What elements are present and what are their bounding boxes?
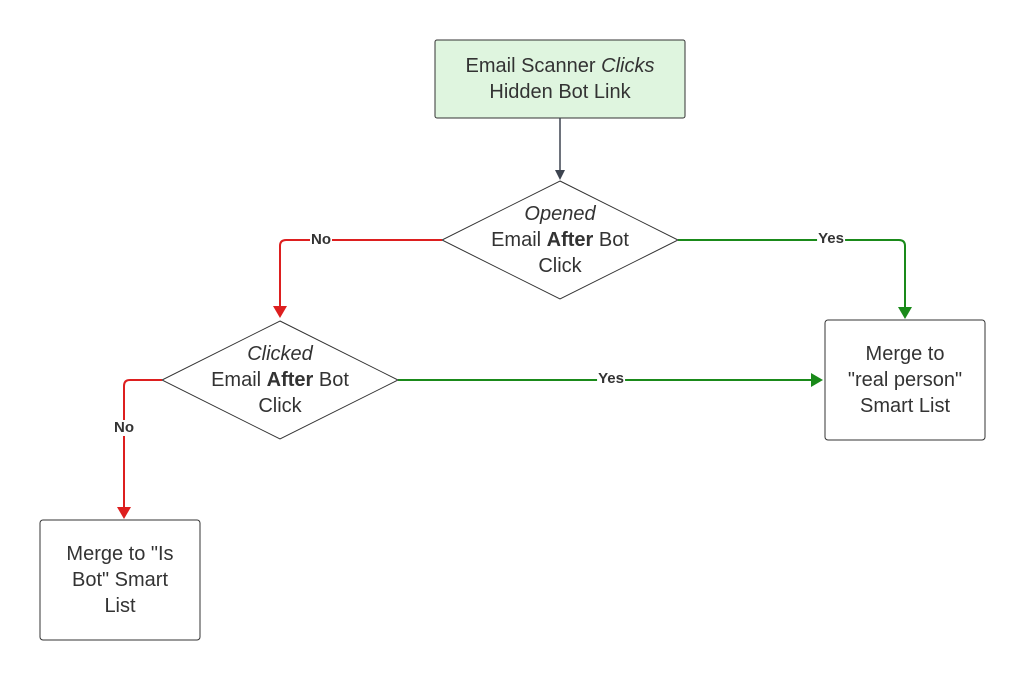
is-bot-node-label: Merge to "Is Bot" Smart List xyxy=(40,520,200,640)
opened-line2-a: Email xyxy=(491,229,547,251)
is-bot-line3: List xyxy=(104,595,136,617)
edge-label-opened-yes: Yes xyxy=(817,230,845,247)
real-person-line1: Merge to xyxy=(865,343,945,365)
opened-line2-b: After xyxy=(546,229,594,251)
edge-clicked-no xyxy=(117,379,162,519)
real-person-node-label: Merge to "real person" Smart List xyxy=(825,320,985,440)
start-node-label: Email Scanner Clicks Hidden Bot Link xyxy=(435,40,685,118)
clicked-line3: Click xyxy=(258,395,302,417)
edge-label-clicked-yes: Yes xyxy=(597,370,625,387)
opened-decision-label: Opened Email After Bot Click xyxy=(462,197,658,283)
is-bot-line2: Bot" Smart xyxy=(71,569,168,591)
real-person-node-box xyxy=(824,319,986,441)
edge-opened-no xyxy=(273,239,442,318)
opened-line2-c: Bot xyxy=(593,229,629,251)
clicked-line1: Clicked xyxy=(247,343,313,365)
start-node-line1-a: Email Scanner xyxy=(465,55,602,77)
start-node-line2: Hidden Bot Link xyxy=(489,81,631,103)
real-person-line2: "real person" xyxy=(847,369,963,391)
clicked-line2-a: Email xyxy=(211,369,267,391)
clicked-decision-label: Clicked Email After Bot Click xyxy=(182,337,378,423)
clicked-line2-b: After xyxy=(266,369,314,391)
is-bot-line1: Merge to "Is xyxy=(66,543,174,565)
opened-line3: Click xyxy=(538,255,582,277)
opened-line1: Opened xyxy=(524,203,596,225)
start-node-line1-b: Clicks xyxy=(601,55,655,77)
real-person-line3: Smart List xyxy=(859,395,951,417)
edge-opened-yes xyxy=(678,239,912,319)
clicked-decision-diamond xyxy=(160,320,400,440)
edge-label-opened-no: No xyxy=(310,231,332,248)
edge-label-clicked-no: No xyxy=(113,419,135,436)
opened-decision-diamond xyxy=(440,180,680,300)
clicked-line2-c: Bot xyxy=(313,369,349,391)
is-bot-node-box xyxy=(39,519,201,641)
